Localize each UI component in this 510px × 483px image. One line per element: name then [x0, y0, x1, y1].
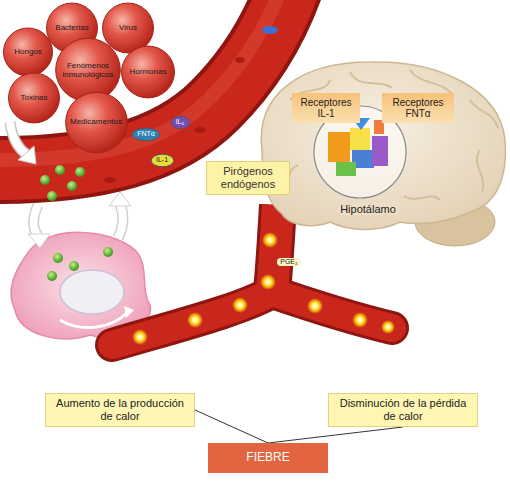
blood-vessel-lower-part: [272, 292, 392, 328]
cause-circle-text: Medicamentos: [70, 117, 122, 126]
blood-vessel-lower-part: [262, 232, 278, 248]
receptor-box: Receptores FNTα: [382, 93, 454, 123]
brain: [261, 62, 505, 246]
connector-line: [268, 427, 403, 443]
effect-box-text: Disminución de la pérdida de calor: [335, 397, 471, 422]
cytokine-pill-text: IL-1: [156, 156, 168, 164]
cause-circle: Toxinas: [8, 72, 60, 124]
cytokine-pill-text: IL₆: [176, 118, 185, 126]
shape-fill: [103, 3, 154, 53]
cytokine-pill: FNTα: [132, 128, 160, 141]
cell-arrows-part: [118, 204, 123, 238]
brain-part: [261, 62, 505, 230]
entry-arrow-part: [10, 122, 26, 154]
blood-vessel-lower-part: [132, 329, 148, 345]
pyrogen-particles: [40, 165, 85, 201]
hypothalamus-detail-part: [372, 136, 388, 166]
blood-vessel-upper-part: [0, 0, 284, 160]
effect-box-text: Aumento de la producción de calor: [52, 397, 188, 422]
cell-arrows-part: [109, 192, 131, 206]
receptor-box: Receptores IL-1: [292, 93, 360, 123]
entry-arrow-part: [18, 146, 36, 164]
shape-fill: [56, 38, 121, 101]
blood-vessel-lower-part: [352, 312, 368, 328]
blood-vessel-upper-part: [0, 0, 292, 170]
cytokine-pill-text: FNTα: [137, 130, 155, 138]
receptor-box-text: Receptores IL-1: [296, 97, 356, 120]
cell-arrows-part: [28, 234, 50, 248]
cause-circle-text: Hormonas: [130, 67, 167, 76]
cause-circle: Hongos: [3, 27, 53, 77]
cause-circle: Medicamentos: [65, 91, 128, 154]
shape-fill: [122, 46, 175, 98]
shape-fill: [171, 116, 190, 128]
blood-vessel-lower-part: [187, 312, 203, 328]
cause-circle-text: Fenómenos inmunológicos: [59, 61, 117, 79]
blood-vessel-lower-part: [232, 297, 248, 313]
pyrogen-particles-part: [55, 165, 65, 175]
shape-fill: [65, 92, 127, 152]
cytokine-pill: IL-1: [151, 154, 174, 167]
macrophage-cell-part: [60, 270, 124, 314]
mediator-label: PGE₂: [277, 258, 301, 266]
pyrogen-particles-part: [40, 175, 50, 185]
hypothalamus-detail-part: [350, 128, 370, 150]
result-box-text: FIEBRE: [246, 451, 289, 465]
effect-box: Disminución de la pérdida de calor: [328, 393, 478, 427]
cell-arrows-part: [118, 204, 123, 238]
effect-box: Aumento de la producción de calor: [45, 393, 195, 427]
blood-vessel-upper-part: [262, 26, 278, 34]
blood-vessel-upper-part: [235, 57, 245, 63]
cause-circle-text: Virus: [119, 23, 137, 32]
result-box: FIEBRE: [208, 443, 328, 473]
blood-vessel-lower-part: [307, 298, 323, 314]
shape-fill: [132, 128, 159, 140]
blood-vessel-lower-part: [112, 292, 272, 345]
blood-vessel-lower-part: [381, 320, 395, 334]
cell-arrows-part: [34, 205, 39, 236]
blood-vessel-upper: [0, 0, 292, 183]
cause-circle: Hormonas: [121, 45, 175, 99]
pyrogen-particles-part: [47, 191, 57, 201]
blood-vessel-lower-part: [112, 292, 272, 345]
entry-arrow: [10, 122, 36, 164]
cause-circle-text: Toxinas: [20, 93, 47, 102]
macrophage-cell-part: [69, 261, 79, 271]
blood-vessel-upper-part: [0, 0, 292, 170]
shape-fill: [4, 28, 53, 76]
pyrogen-particles-part: [75, 167, 85, 177]
receptor-box-text: Receptores FNTα: [386, 97, 450, 120]
macrophage-cell-part: [53, 253, 63, 263]
hypothalamus-detail-part: [336, 162, 356, 176]
pyrogen-box-text: Pirógenos endógenos: [212, 165, 284, 190]
cause-circle-text: Bacterias: [55, 23, 88, 32]
shape-fill: [9, 73, 60, 123]
macrophage-cell-part: [103, 247, 113, 257]
blood-vessel-upper-part: [194, 127, 206, 133]
cell-arrows-part: [34, 205, 39, 236]
entry-arrow-part: [10, 122, 26, 154]
cytokine-pill: IL₆: [171, 116, 190, 129]
blood-vessel-lower-part: [272, 292, 392, 328]
connector-line: [195, 410, 268, 443]
macrophage-cell-part: [60, 312, 128, 328]
pyrogen-particles-part: [67, 181, 77, 191]
macrophage-cell-part: [124, 306, 134, 318]
hypothalamus-detail-part: [328, 132, 350, 162]
brain-part: [282, 70, 498, 200]
blood-vessel-lower-part: [260, 274, 276, 290]
organ-label: Hipotálamo: [337, 203, 399, 216]
cell-arrows: [28, 192, 131, 248]
pyrogen-box: Pirógenos endógenos: [206, 161, 290, 195]
macrophage-cell-part: [47, 271, 57, 281]
cause-circle-text: Hongos: [14, 47, 42, 56]
shape-fill: [151, 154, 174, 166]
blood-vessel-upper-part: [104, 177, 116, 183]
